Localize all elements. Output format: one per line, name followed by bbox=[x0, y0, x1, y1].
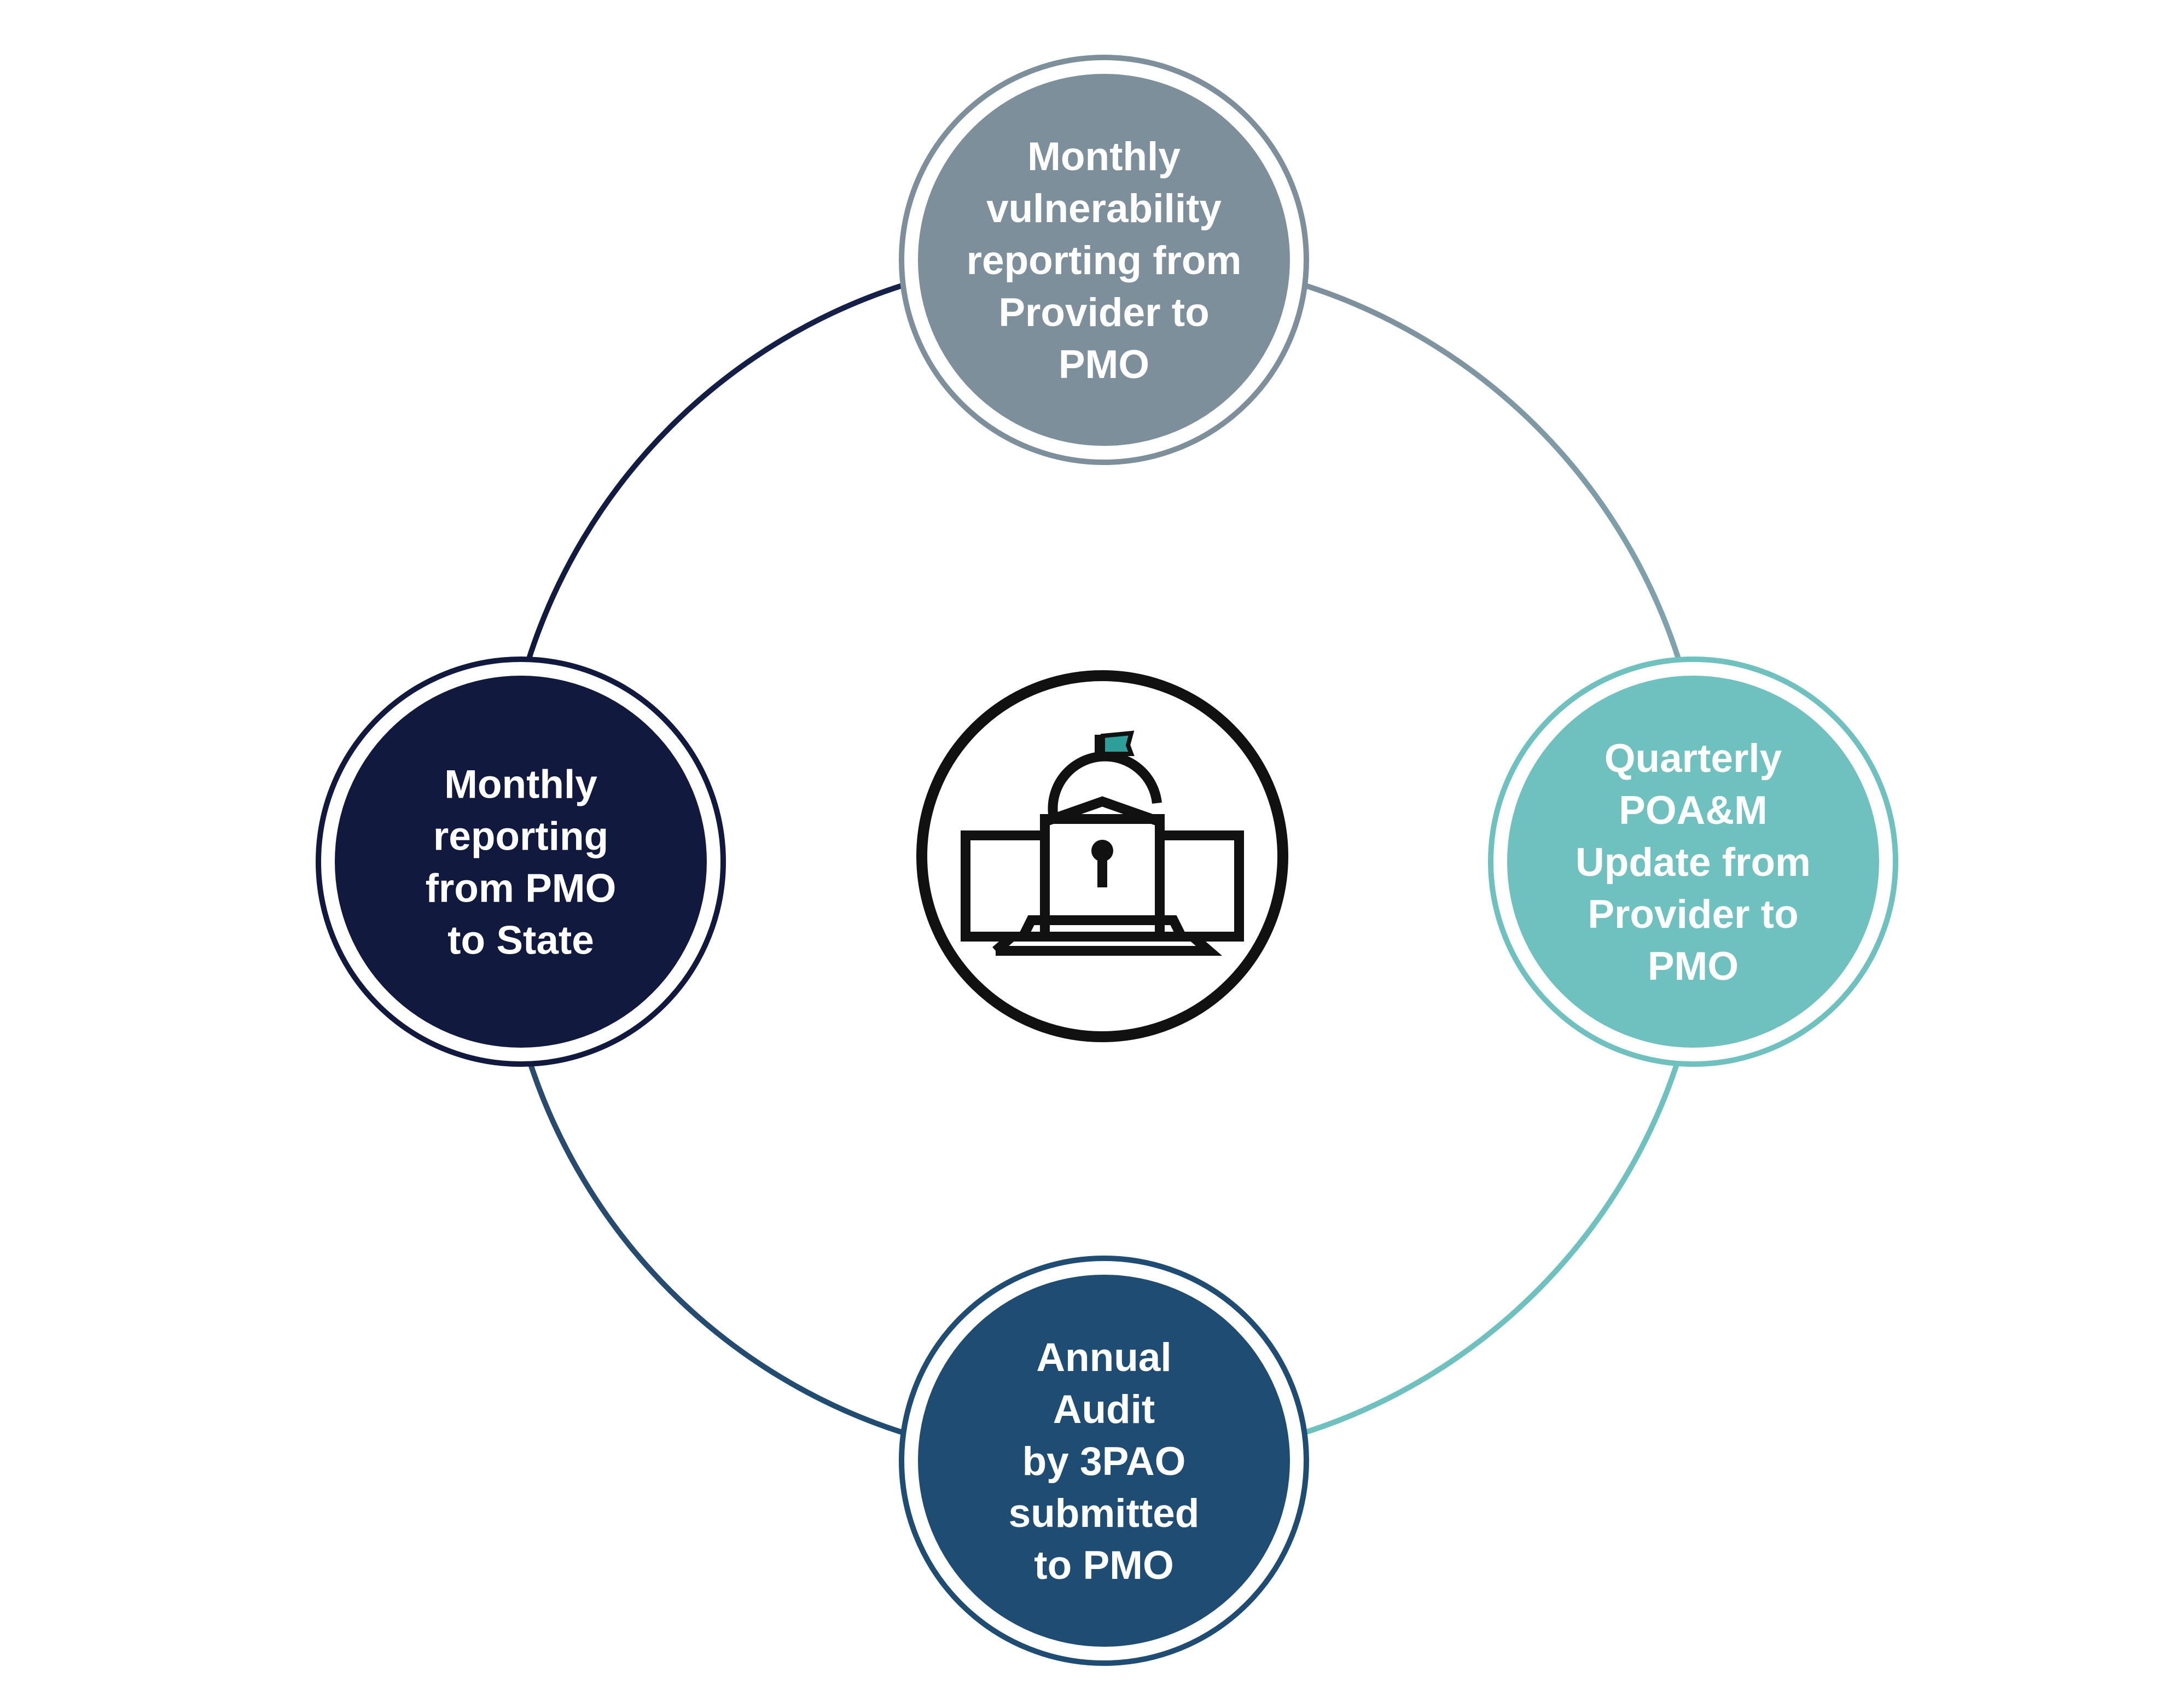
pediment bbox=[1043, 796, 1161, 827]
node-label-line: PMO bbox=[1648, 944, 1739, 989]
node-fill bbox=[1507, 676, 1879, 1048]
keyhole-top bbox=[1091, 840, 1113, 862]
node-label-line: to State bbox=[447, 919, 594, 963]
flag-icon bbox=[1101, 730, 1135, 756]
arc-top-to-right bbox=[1301, 282, 1682, 663]
node-fill bbox=[918, 74, 1290, 446]
node-label-line: Annual bbox=[1036, 1335, 1171, 1380]
node-label-line: Provider to bbox=[998, 291, 1209, 335]
secure-government-building-icon bbox=[916, 670, 1288, 1042]
arc-right-to-bottom bbox=[1301, 1055, 1682, 1436]
node-label-line: Monthly bbox=[1027, 135, 1181, 179]
node-label-line: submitted bbox=[1009, 1491, 1200, 1536]
keyhole-slot bbox=[1097, 853, 1107, 887]
steps bbox=[1018, 915, 1187, 939]
node-fill bbox=[335, 676, 707, 1048]
node-label-line: PMO bbox=[1059, 342, 1149, 387]
node-label-line: Provider to bbox=[1588, 892, 1798, 937]
node-label-line: by 3PAO bbox=[1022, 1439, 1186, 1484]
node-monthly-reporting-to-state: Monthly reporting from PMO to State bbox=[316, 657, 726, 1067]
node-fill bbox=[918, 1275, 1290, 1647]
node-label-line: to PMO bbox=[1034, 1543, 1173, 1588]
node-label-line: Update from bbox=[1576, 840, 1811, 885]
node-label-line: from PMO bbox=[426, 867, 617, 911]
node-label-line: Quarterly bbox=[1605, 736, 1782, 781]
cycle-ring bbox=[525, 282, 1682, 1436]
node-label-line: reporting from bbox=[967, 239, 1242, 283]
arc-left-to-top bbox=[525, 282, 906, 663]
node-label-line: reporting bbox=[433, 815, 608, 859]
base bbox=[992, 932, 1223, 956]
node-label-line: vulnerability bbox=[986, 187, 1222, 231]
node-label-line: POA&M bbox=[1619, 788, 1768, 833]
node-label: Monthly reporting from PMO to State bbox=[426, 763, 617, 963]
center-icon-ring bbox=[916, 670, 1288, 1042]
arc-bottom-to-left bbox=[525, 1055, 906, 1436]
node-label-line: Monthly bbox=[444, 763, 597, 807]
node-label-line: Audit bbox=[1053, 1387, 1155, 1432]
